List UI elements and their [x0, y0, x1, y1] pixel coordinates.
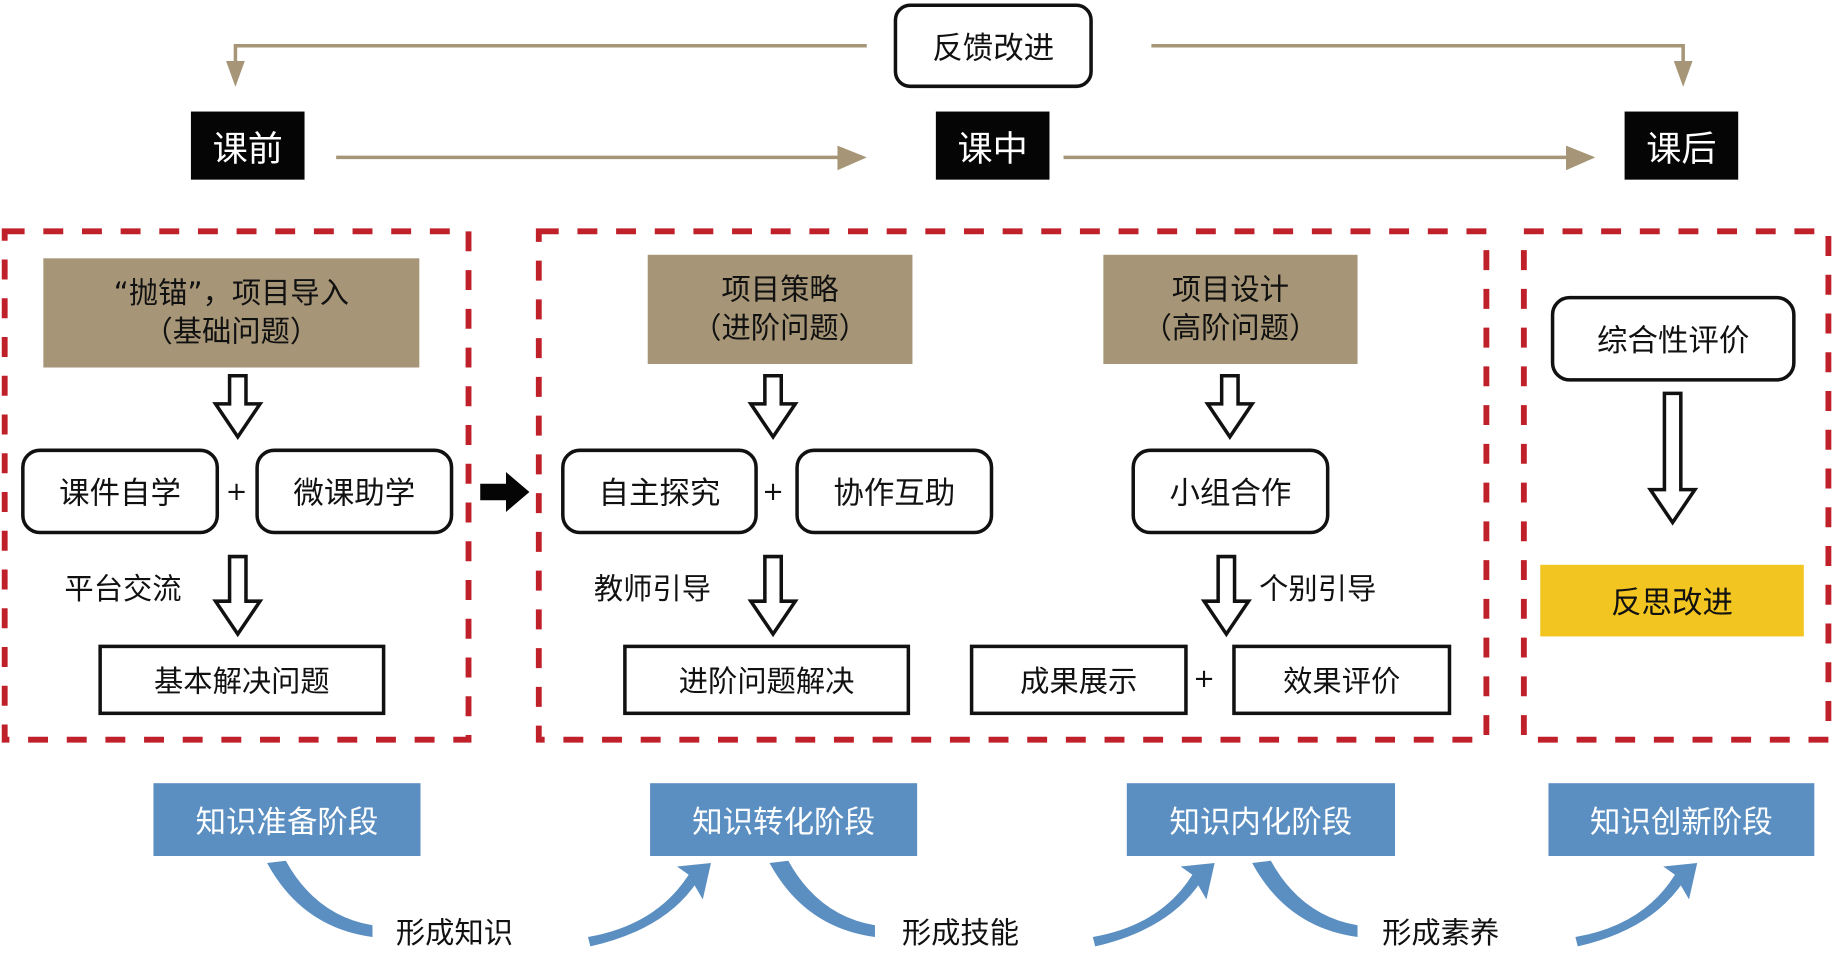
project-design-box: 项目设计 （高阶问题）	[1103, 254, 1358, 365]
group-cooperation-box: 小组合作	[1131, 448, 1330, 535]
header-line-1: 项目策略	[721, 272, 839, 307]
outcome-knowledge-label: 形成知识	[395, 915, 514, 950]
outcome-skills-label: 形成技能	[901, 915, 1020, 950]
plus-sign: +	[225, 477, 248, 507]
header-line-2: （进阶问题）	[692, 310, 868, 345]
teacher-guidance-label: 教师引导	[593, 571, 711, 606]
effect-evaluation-box: 效果评价	[1232, 644, 1452, 716]
flow-arrow-in-to-post	[1063, 145, 1596, 171]
stage-knowledge-transformation: 知识转化阶段	[650, 783, 918, 856]
outcome-literacy-label: 形成素养	[1382, 915, 1500, 950]
curved-arrow-up-icon	[1092, 863, 1215, 947]
individual-guidance-label: 个别引导	[1259, 571, 1377, 606]
hollow-down-arrow-icon	[1200, 554, 1252, 638]
platform-exchange-label: 平台交流	[64, 571, 182, 606]
hollow-down-arrow-icon	[1647, 391, 1699, 526]
phase-in-class: 课中	[935, 111, 1050, 180]
header-line-1: “抛锚”，项目导入	[113, 275, 349, 310]
curved-arrow-up-icon	[1575, 863, 1698, 947]
stage-knowledge-preparation: 知识准备阶段	[153, 783, 421, 856]
stage-knowledge-internalization: 知识内化阶段	[1126, 783, 1396, 856]
curved-arrow-down-icon	[1252, 860, 1358, 938]
in-class-dashed-region	[535, 228, 1490, 743]
hollow-down-arrow-icon	[212, 554, 264, 638]
curved-arrow-down-icon	[267, 860, 373, 938]
reflection-improvement-box: 反思改进	[1540, 564, 1804, 637]
feedback-improvement-box: 反馈改进	[893, 3, 1093, 89]
header-line-2: （基础问题）	[143, 314, 320, 349]
collaborative-help-box: 协作互助	[795, 448, 994, 535]
plus-sign: +	[1193, 664, 1215, 694]
anchor-project-intro-box: “抛锚”，项目导入 （基础问题）	[43, 258, 420, 368]
stage-knowledge-innovation: 知识创新阶段	[1548, 783, 1815, 856]
result-showcase-box: 成果展示	[969, 644, 1188, 716]
hollow-down-arrow-icon	[1204, 373, 1256, 440]
header-line-1: 项目设计	[1171, 272, 1290, 307]
feedback-arrow-right	[1151, 44, 1693, 87]
phase-post-class: 课后	[1624, 111, 1739, 180]
advanced-problem-solved-box: 进阶问题解决	[623, 644, 911, 716]
hollow-down-arrow-icon	[747, 554, 799, 638]
hollow-down-arrow-icon	[212, 373, 264, 440]
curved-arrow-down-icon	[769, 860, 875, 938]
phase-pre-class: 课前	[190, 111, 305, 180]
curved-arrow-up-icon	[587, 863, 711, 947]
courseware-self-study-box: 课件自学	[21, 448, 220, 535]
micro-lesson-study-box: 微课助学	[255, 448, 454, 535]
pre-class-dashed-region	[1, 228, 472, 743]
hollow-down-arrow-icon	[747, 373, 799, 440]
flow-arrow-pre-to-in	[336, 145, 867, 171]
header-line-2: （高阶问题）	[1142, 310, 1319, 345]
feedback-arrow-left	[226, 44, 867, 87]
basic-problem-solved-box: 基本解决问题	[98, 644, 386, 716]
self-exploration-box: 自主探究	[561, 448, 758, 535]
solid-right-arrow-icon	[480, 472, 530, 512]
post-class-dashed-region	[1520, 228, 1832, 743]
project-strategy-box: 项目策略 （进阶问题）	[647, 254, 913, 365]
plus-sign: +	[762, 477, 784, 507]
comprehensive-evaluation-box: 综合性评价	[1550, 295, 1796, 382]
